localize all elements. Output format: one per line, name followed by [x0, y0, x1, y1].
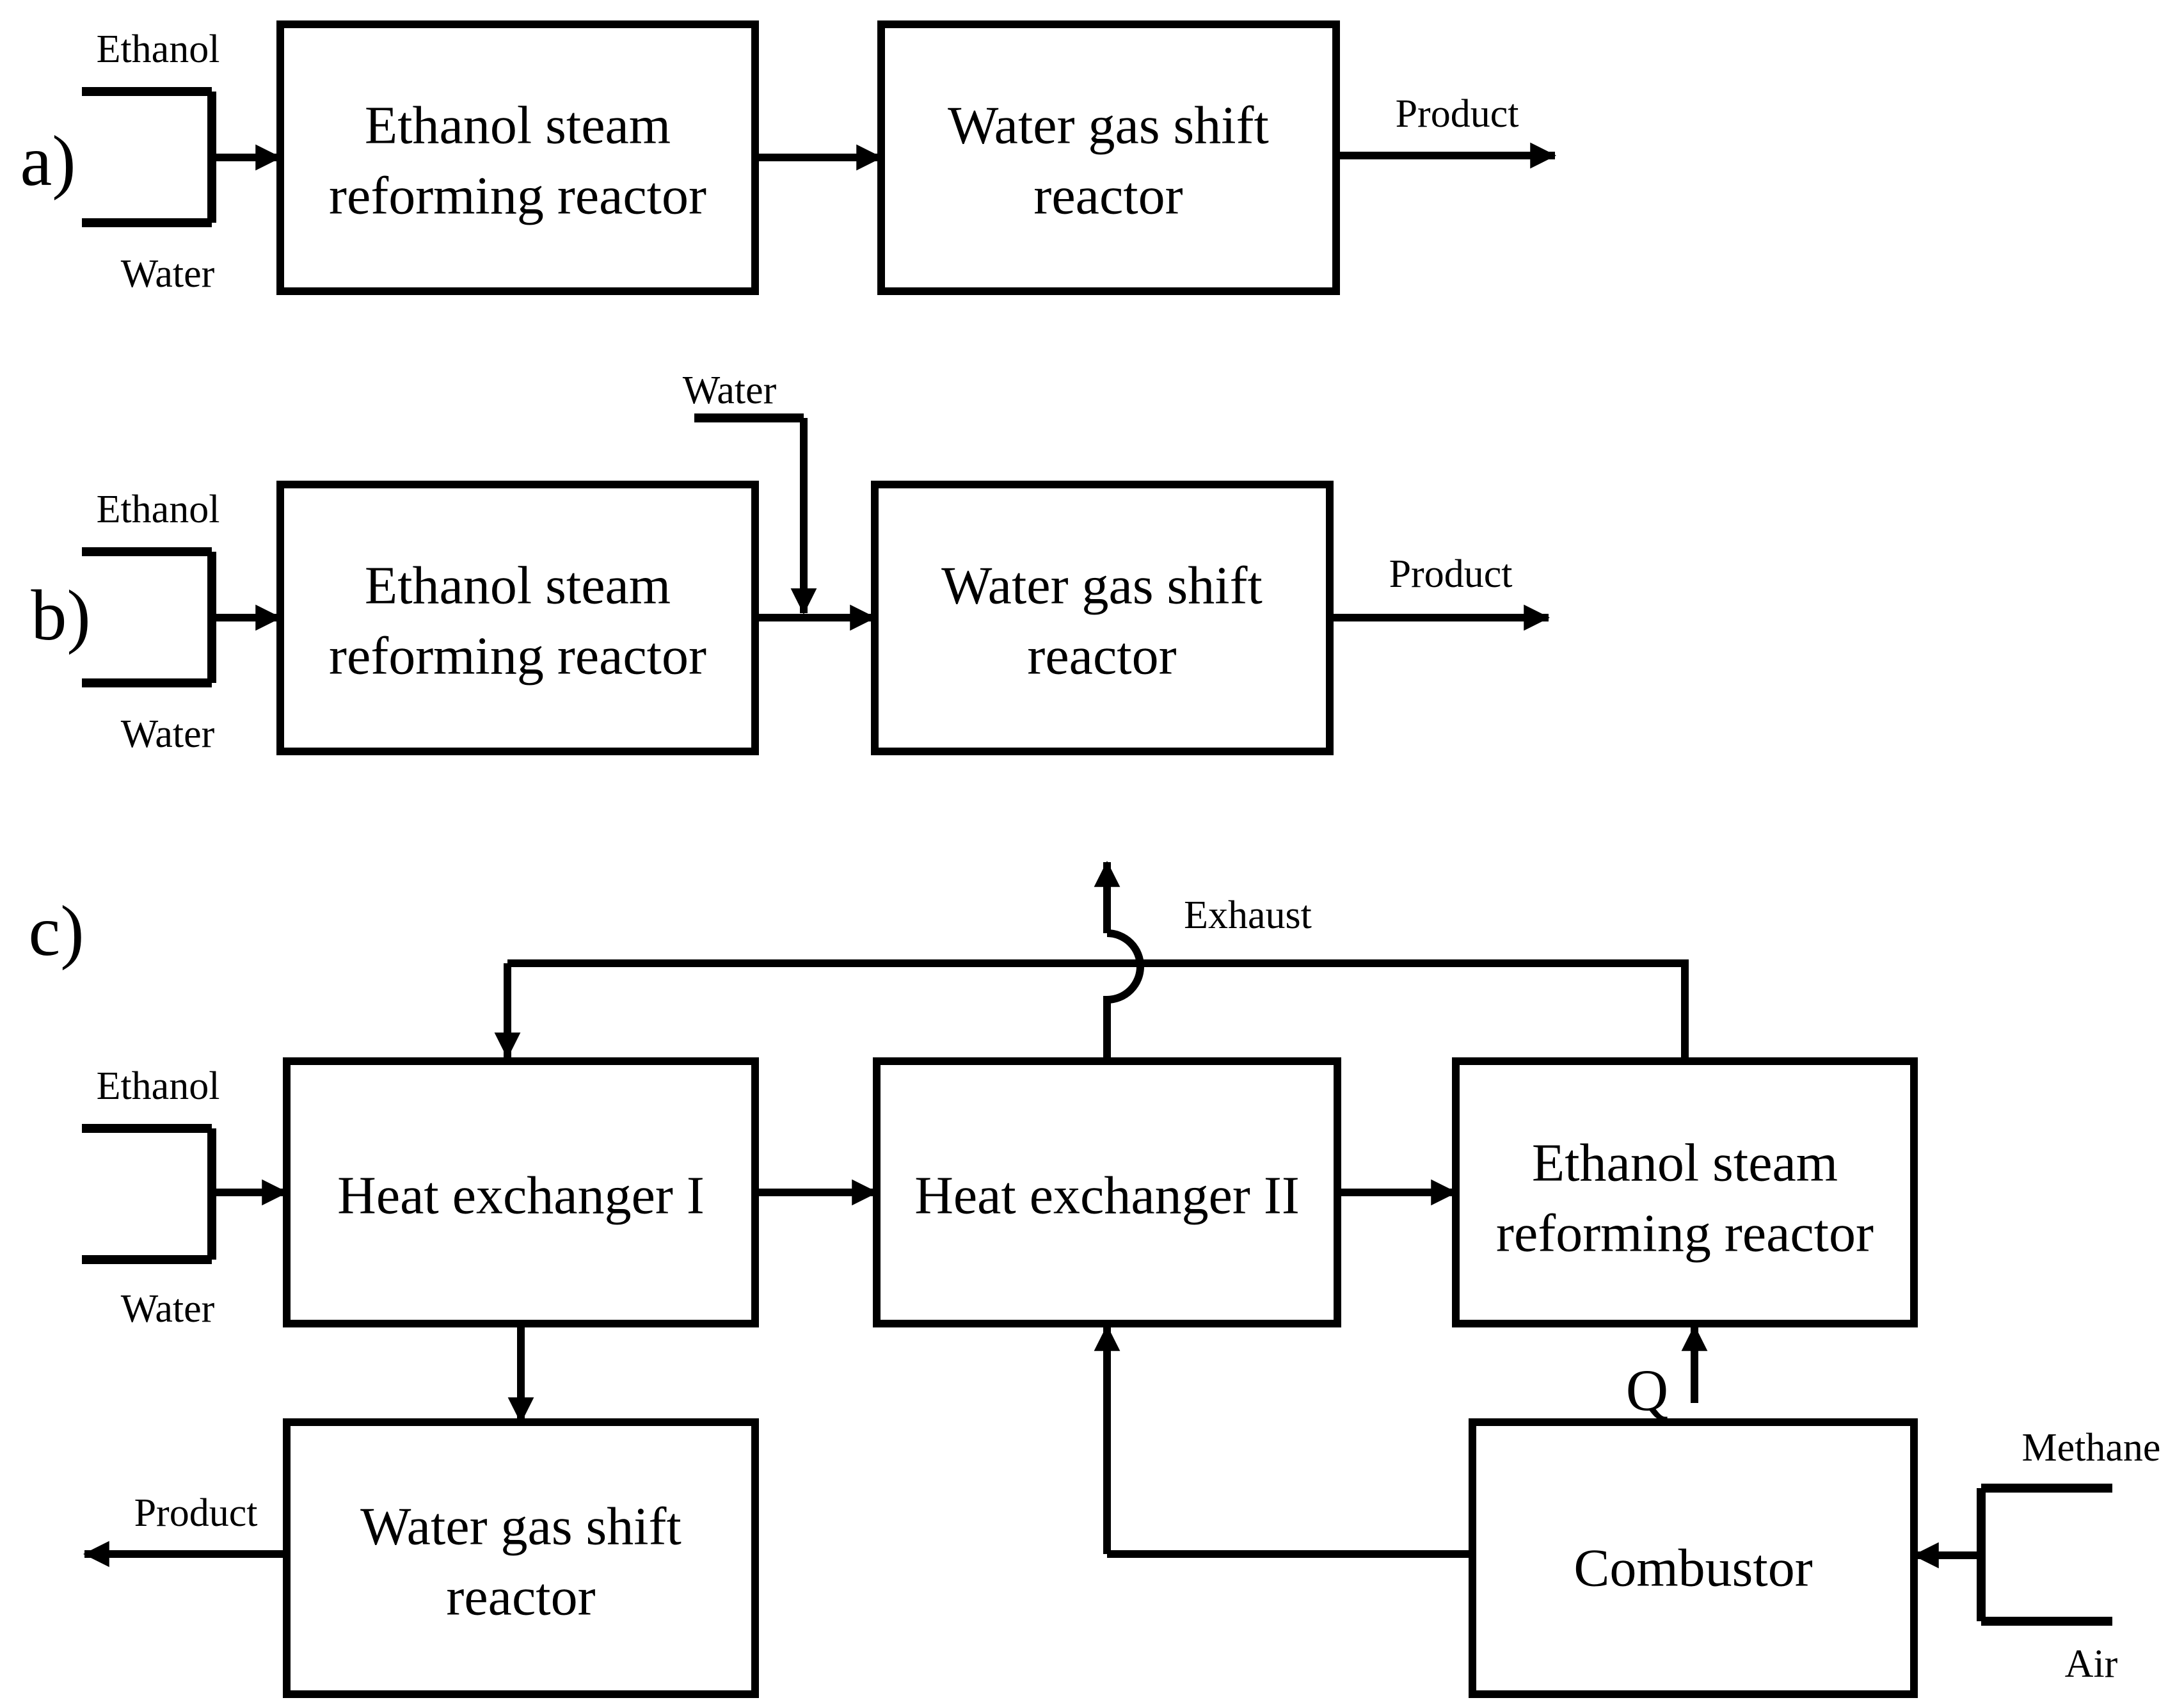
reformer-box-a-line1: Ethanol steam	[365, 96, 671, 156]
product-label-a: Product	[1396, 92, 1519, 136]
reformer-box-b-line1: Ethanol steam	[365, 556, 671, 616]
ethanol-label-b: Ethanol	[97, 488, 220, 531]
reformer-box-c-line2: reforming reactor	[1496, 1204, 1874, 1263]
reformer-box-b-line2: reforming reactor	[329, 627, 706, 686]
combustor-box-label: Combustor	[1574, 1539, 1812, 1598]
wgs-box-b-line2: reactor	[1027, 627, 1176, 686]
combustor-box	[1469, 1418, 1918, 1698]
exhaust-line-bridge	[1103, 929, 1144, 1064]
reformer-return-line	[507, 959, 1689, 1061]
hx1-box-label: Heat exchanger I	[337, 1166, 705, 1226]
product-label-c: Product	[134, 1491, 258, 1535]
section-a: a) Ethanol Water Ethanol steam reforming…	[20, 20, 1557, 296]
wgs-box-a-line1: Water gas shift	[948, 96, 1269, 156]
exhaust-label: Exhaust	[1184, 894, 1312, 937]
wgs-box-b-line1: Water gas shift	[941, 556, 1263, 616]
section-b-label: b)	[31, 576, 90, 655]
reformer-box-a	[276, 20, 759, 295]
feed-bracket-a	[82, 87, 216, 227]
fuel-bracket	[1977, 1484, 2112, 1626]
ethanol-label-c: Ethanol	[97, 1064, 220, 1108]
wgs-box-c-line2: reactor	[446, 1567, 595, 1627]
feed-bracket-b	[82, 547, 216, 687]
section-a-label: a)	[20, 122, 76, 201]
section-c-label: c)	[28, 892, 84, 971]
hx2-box-label: Heat exchanger II	[914, 1166, 1300, 1226]
water-label-c: Water	[121, 1287, 215, 1331]
reformer-box-a-line2: reforming reactor	[329, 166, 706, 226]
q-label: Q	[1626, 1358, 1668, 1423]
wgs-box-c	[283, 1418, 759, 1698]
methane-label: Methane	[2022, 1426, 2161, 1470]
feed-bracket-c	[82, 1124, 216, 1264]
water-injection-label-b: Water	[683, 369, 777, 412]
wgs-box-a	[877, 20, 1340, 295]
wgs-box-c-line1: Water gas shift	[360, 1497, 682, 1557]
section-b: b) Ethanol Water Ethanol steam reforming…	[31, 369, 1550, 756]
water-label-a: Water	[121, 252, 215, 296]
section-c: c) Ethanol Water Heat exchanger I Heat e…	[28, 860, 2161, 1698]
air-label: Air	[2065, 1642, 2118, 1686]
product-label-b: Product	[1389, 552, 1513, 596]
wgs-box-a-line2: reactor	[1033, 166, 1183, 226]
reformer-box-c-line1: Ethanol steam	[1532, 1134, 1838, 1193]
reformer-box-c	[1452, 1057, 1918, 1327]
ethanol-label-a: Ethanol	[97, 28, 220, 71]
reformer-box-b	[276, 481, 759, 755]
wgs-box-b	[871, 481, 1334, 755]
water-label-b: Water	[121, 712, 215, 756]
